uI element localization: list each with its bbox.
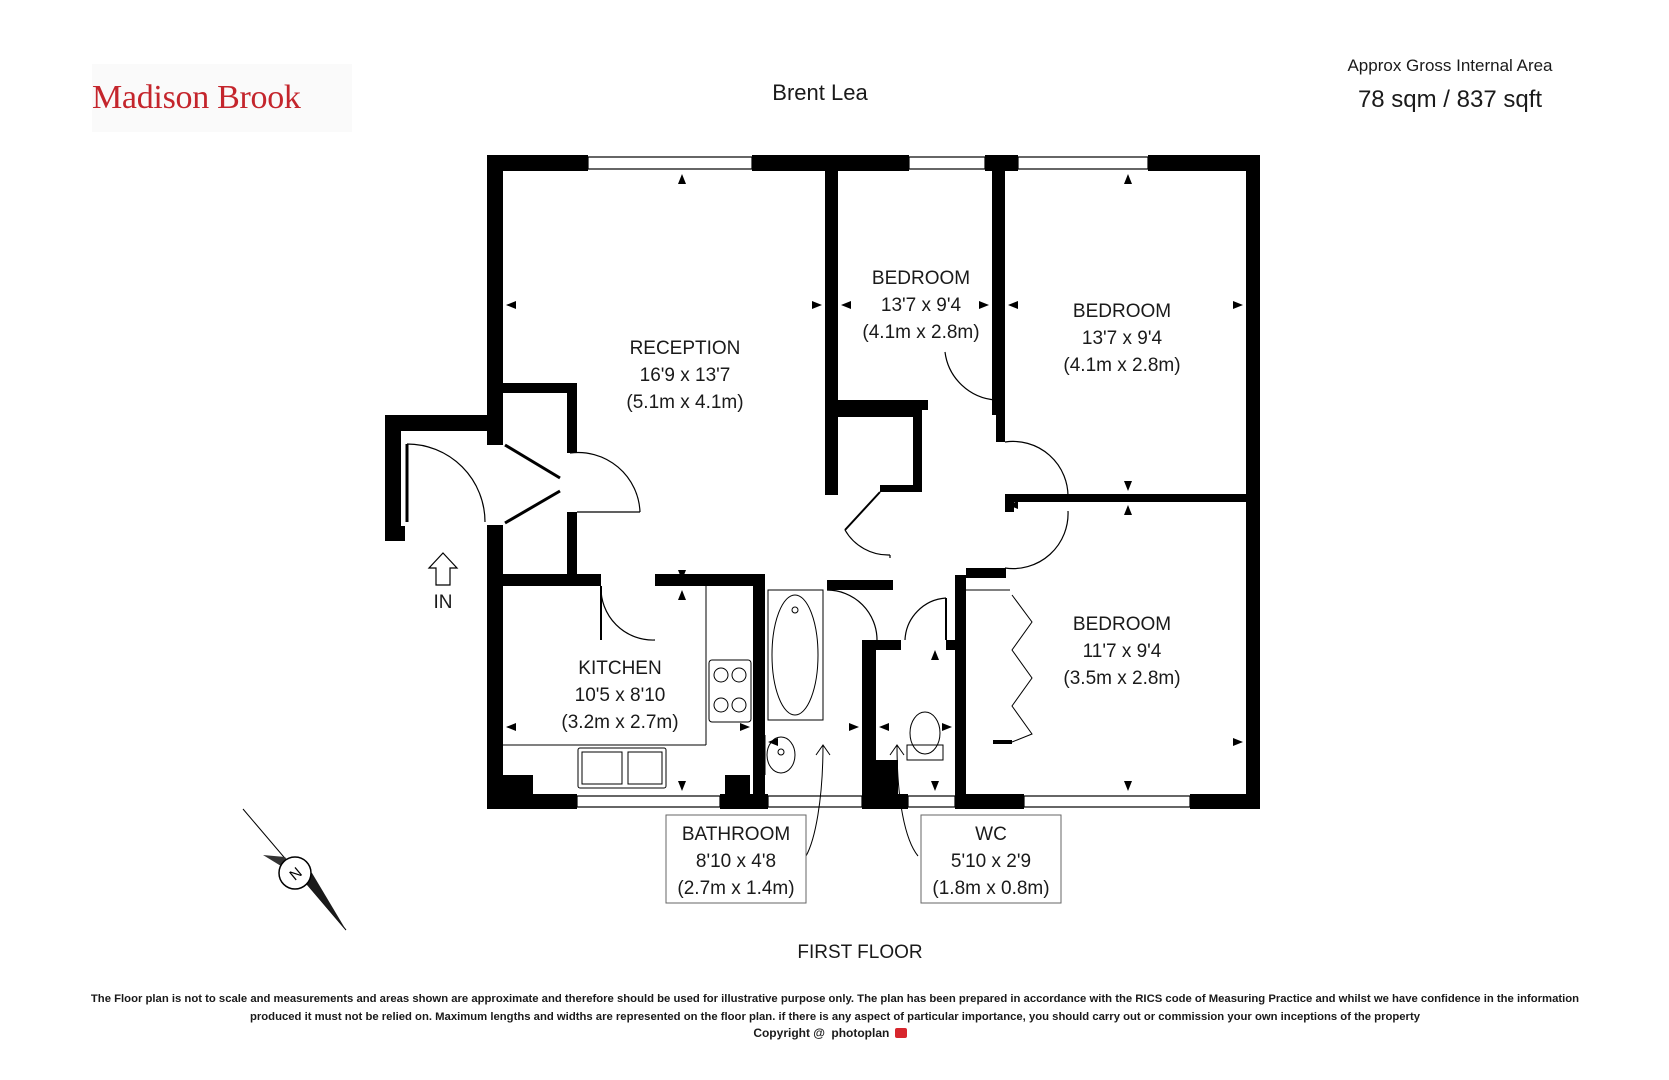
walls	[385, 155, 1260, 809]
wc-imperial: 5'10 x 2'9	[951, 851, 1031, 872]
wc-metric: (1.8m x 0.8m)	[932, 878, 1049, 899]
leader-lines	[805, 744, 919, 857]
area-value: 78 sqm / 837 sqft	[1357, 86, 1543, 113]
bathroom-name: BATHROOM	[682, 824, 790, 845]
compass-icon: N	[242, 808, 347, 931]
bedroom2-name: BEDROOM	[1073, 301, 1171, 322]
reception-imperial: 16'9 x 13'7	[640, 365, 731, 386]
bedroom1-imperial: 13'7 x 9'4	[881, 295, 962, 316]
reception-name: RECEPTION	[630, 338, 741, 359]
kitchen-imperial: 10'5 x 8'10	[575, 685, 666, 706]
bedroom2-metric: (4.1m x 2.8m)	[1063, 355, 1180, 376]
entrance-label: IN	[434, 592, 453, 613]
fixtures	[503, 586, 1033, 789]
bedroom1-name: BEDROOM	[872, 268, 970, 289]
area-label: Approx Gross Internal Area	[1347, 56, 1553, 75]
bathroom-metric: (2.7m x 1.4m)	[677, 878, 794, 899]
bathroom-imperial: 8'10 x 4'8	[696, 851, 776, 872]
wc-name: WC	[975, 824, 1007, 845]
bedroom1-metric: (4.1m x 2.8m)	[862, 322, 979, 343]
bedroom3-name: BEDROOM	[1073, 614, 1171, 635]
reception-metric: (5.1m x 4.1m)	[626, 392, 743, 413]
copyright: Copyright @ photoplan	[640, 1026, 1020, 1040]
entrance-arrow-icon	[427, 552, 459, 586]
wc-label-box	[920, 814, 1062, 904]
kitchen-metric: (3.2m x 2.7m)	[561, 712, 678, 733]
windows	[576, 156, 1191, 808]
bedroom2-imperial: 13'7 x 9'4	[1082, 328, 1163, 349]
floor-label: FIRST FLOOR	[797, 942, 923, 963]
camera-icon	[894, 1028, 907, 1038]
copyright-text: Copyright @	[753, 1026, 826, 1040]
property-title: Brent Lea	[772, 80, 868, 105]
brand-logo: Madison Brook	[92, 64, 352, 132]
brand-logo-text: Madison Brook	[92, 79, 301, 116]
photoplan-brand: photoplan	[831, 1026, 890, 1040]
kitchen-name: KITCHEN	[578, 658, 661, 679]
bedroom3-imperial: 11'7 x 9'4	[1083, 641, 1162, 662]
dimension-arrows	[506, 174, 1243, 791]
doors	[405, 351, 1069, 641]
disclaimer: The Floor plan is not to scale and measu…	[90, 993, 1580, 1023]
bedroom3-metric: (3.5m x 2.8m)	[1063, 668, 1180, 689]
bathroom-label-box	[665, 814, 807, 904]
